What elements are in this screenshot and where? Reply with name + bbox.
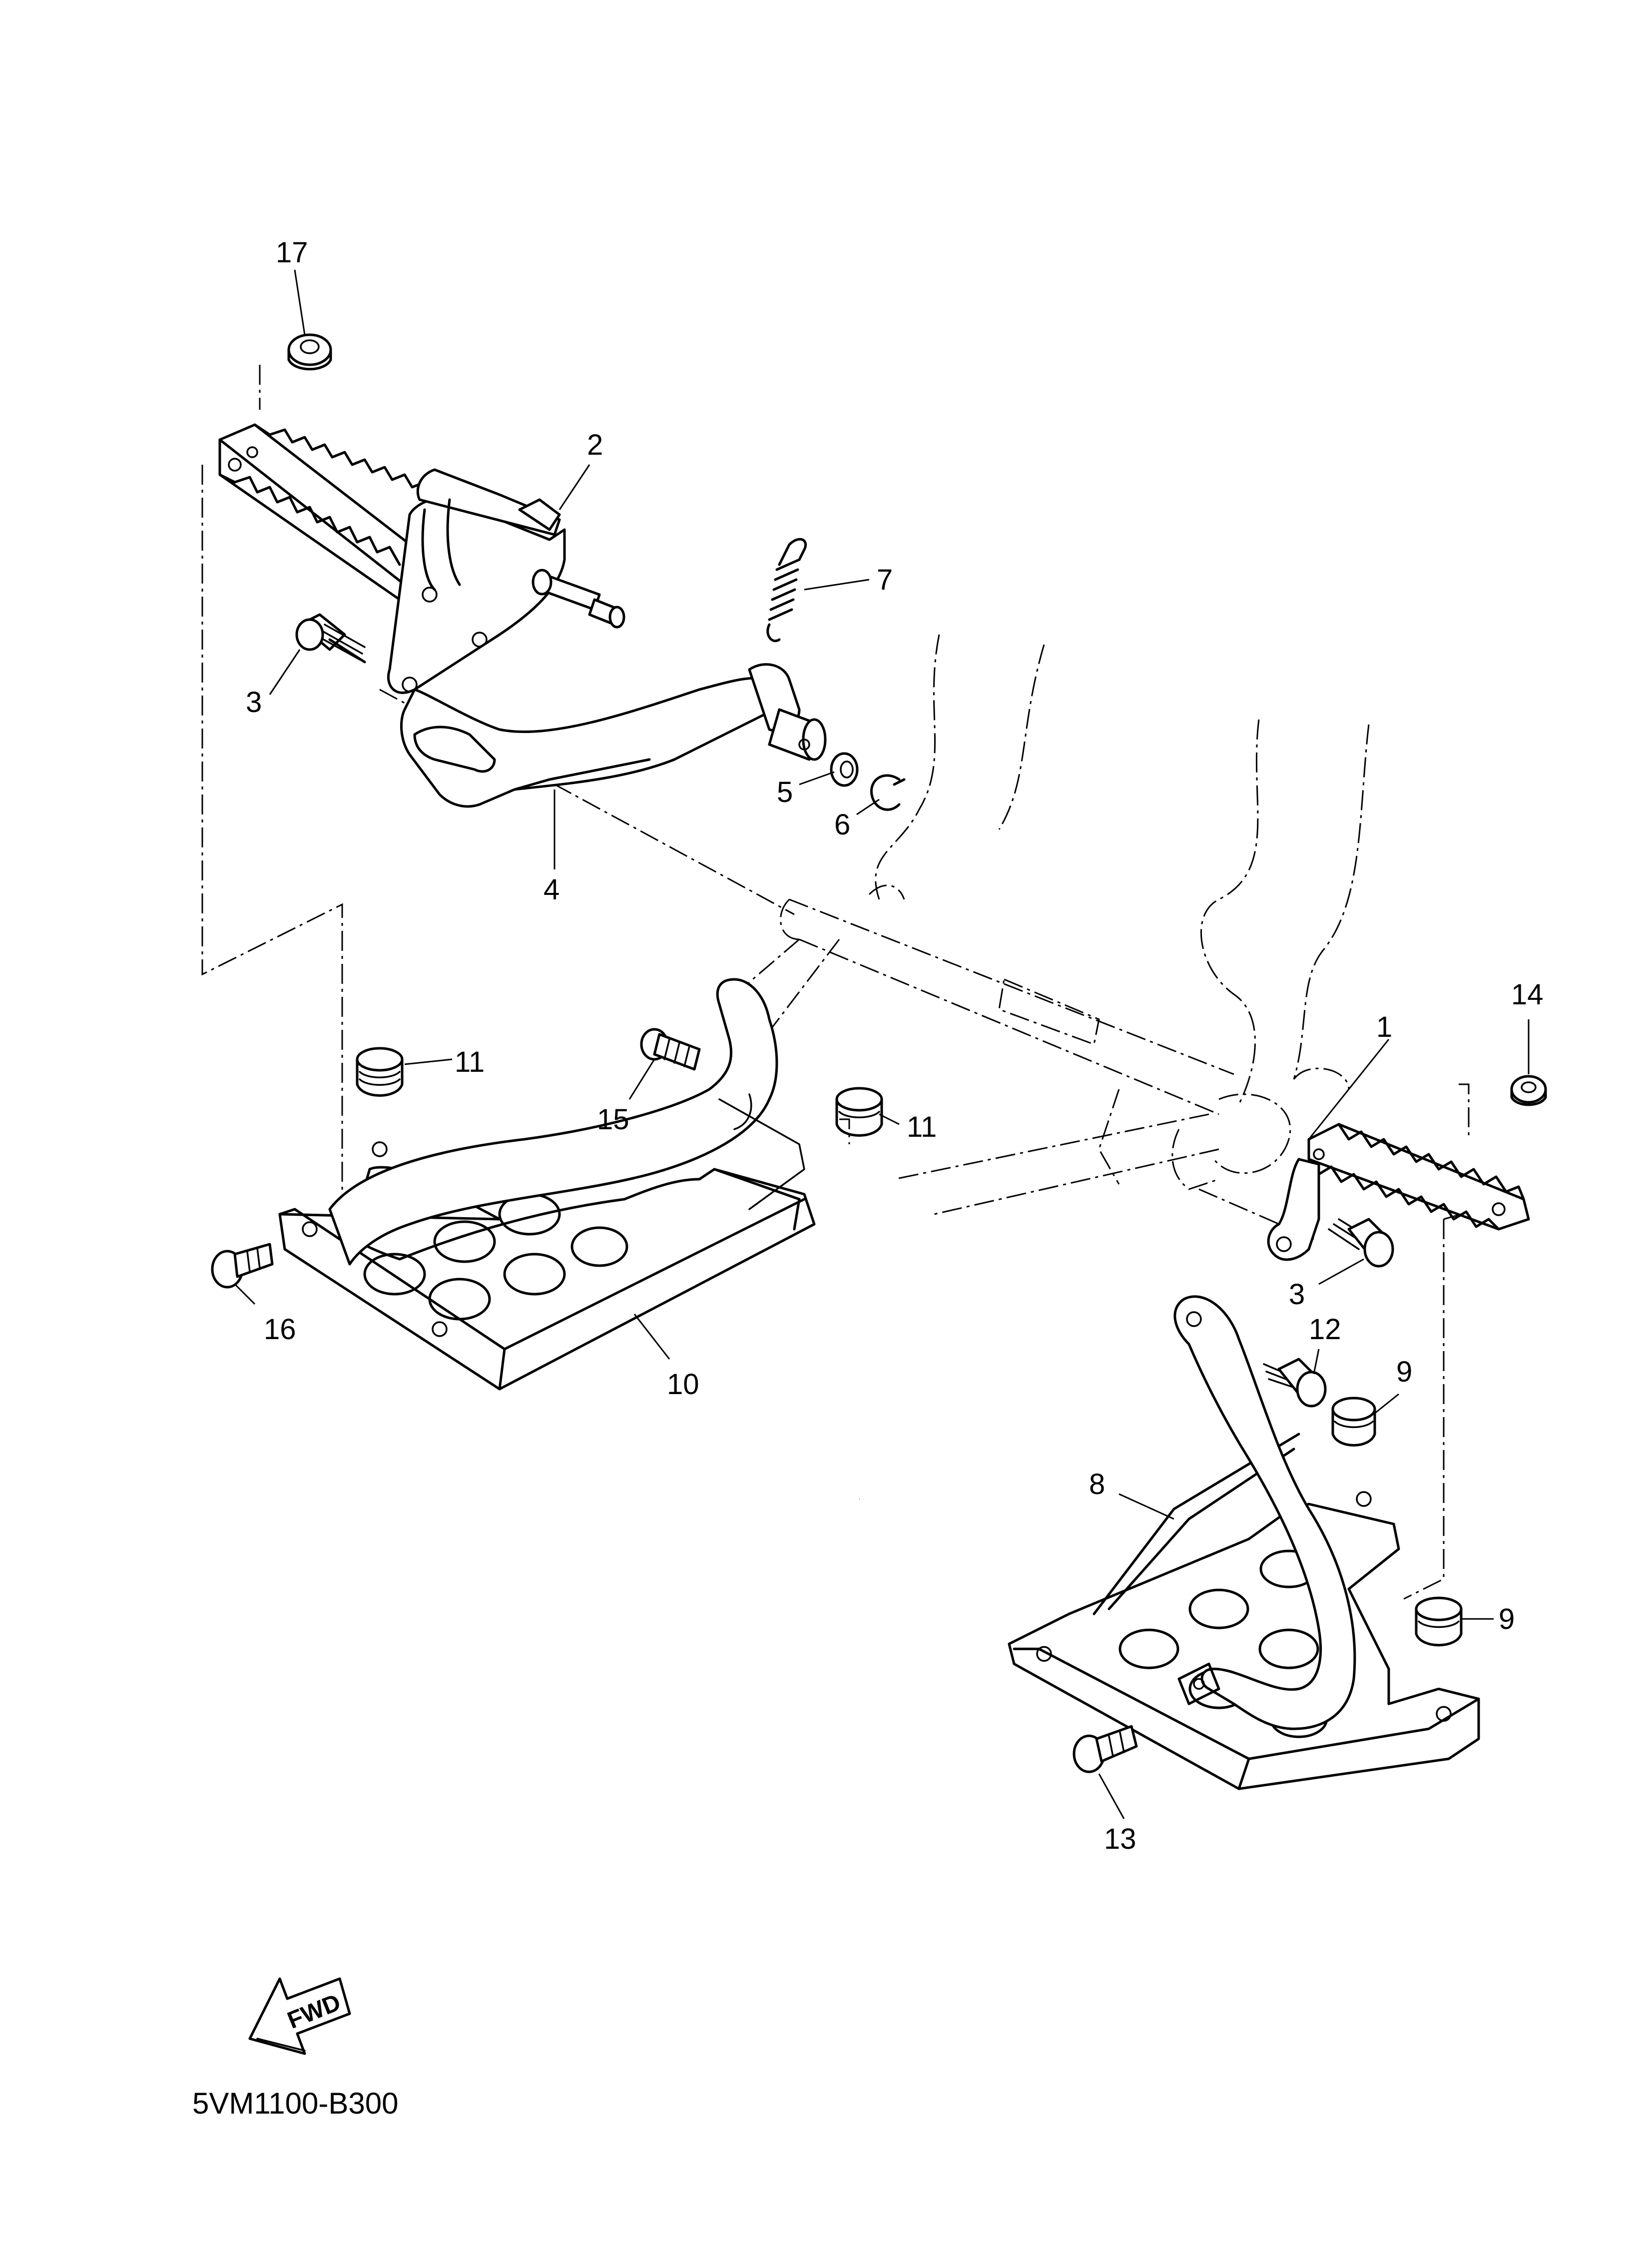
callout-leaders bbox=[234, 269, 1530, 1819]
callout-11-left: 11 bbox=[455, 1046, 485, 1078]
bolt-13 bbox=[1073, 1725, 1138, 1773]
callout-14: 14 bbox=[1511, 978, 1544, 1011]
right-footrest-1 bbox=[1267, 1123, 1530, 1261]
callout-1: 1 bbox=[1376, 1011, 1392, 1043]
frame-outline bbox=[729, 634, 1370, 1215]
grommet-9-lower bbox=[1415, 1596, 1463, 1646]
callout-4: 4 bbox=[544, 873, 559, 906]
grommet-9-upper bbox=[1331, 1397, 1376, 1447]
callout-3-lower: 3 bbox=[1289, 1278, 1305, 1311]
nut-14 bbox=[1510, 1075, 1547, 1106]
left-footrest bbox=[218, 423, 431, 601]
brake-pedal-4 bbox=[400, 663, 801, 808]
spring-7 bbox=[766, 538, 807, 643]
callout-8: 8 bbox=[1089, 1468, 1105, 1501]
callout-9-lower: 9 bbox=[1499, 1603, 1515, 1635]
forward-direction-arrow: FWD bbox=[248, 1977, 351, 2055]
nut-17 bbox=[287, 333, 332, 371]
part-number-labels: 17 2 7 3 5 6 4 11 15 11 16 10 14 1 3 12 … bbox=[246, 236, 1544, 1855]
pivot-boss bbox=[768, 708, 827, 761]
callout-17: 17 bbox=[276, 236, 308, 269]
bolt-12 bbox=[1263, 1358, 1327, 1408]
bolt-16 bbox=[211, 1243, 274, 1289]
footrest-guard-8 bbox=[1008, 1295, 1480, 1790]
clip-6 bbox=[870, 774, 906, 811]
callout-7: 7 bbox=[877, 564, 893, 596]
callout-12: 12 bbox=[1309, 1313, 1341, 1346]
callout-13: 13 bbox=[1104, 1823, 1136, 1855]
callout-6: 6 bbox=[834, 808, 850, 841]
bolt-3-lower bbox=[1328, 1218, 1394, 1268]
callout-3-upper: 3 bbox=[246, 686, 262, 719]
callout-15: 15 bbox=[597, 1103, 629, 1136]
washer-5 bbox=[830, 752, 859, 787]
bolt-15 bbox=[640, 1028, 701, 1071]
grommet-11-right bbox=[835, 1087, 883, 1137]
grommet-11-left bbox=[356, 1047, 404, 1097]
callout-10: 10 bbox=[667, 1368, 699, 1401]
callout-9-upper: 9 bbox=[1396, 1356, 1412, 1388]
callout-5: 5 bbox=[777, 776, 793, 808]
bracket-plate-2 bbox=[387, 468, 566, 694]
callout-2: 2 bbox=[587, 429, 603, 461]
callout-11-right: 11 bbox=[907, 1111, 937, 1143]
footrest-guard-10 bbox=[278, 978, 816, 1391]
reference-code: 5VM1100-B300 bbox=[192, 2087, 399, 2120]
callout-16: 16 bbox=[264, 1313, 296, 1346]
pin-shaft bbox=[532, 569, 625, 629]
bolt-3-upper bbox=[295, 613, 366, 664]
